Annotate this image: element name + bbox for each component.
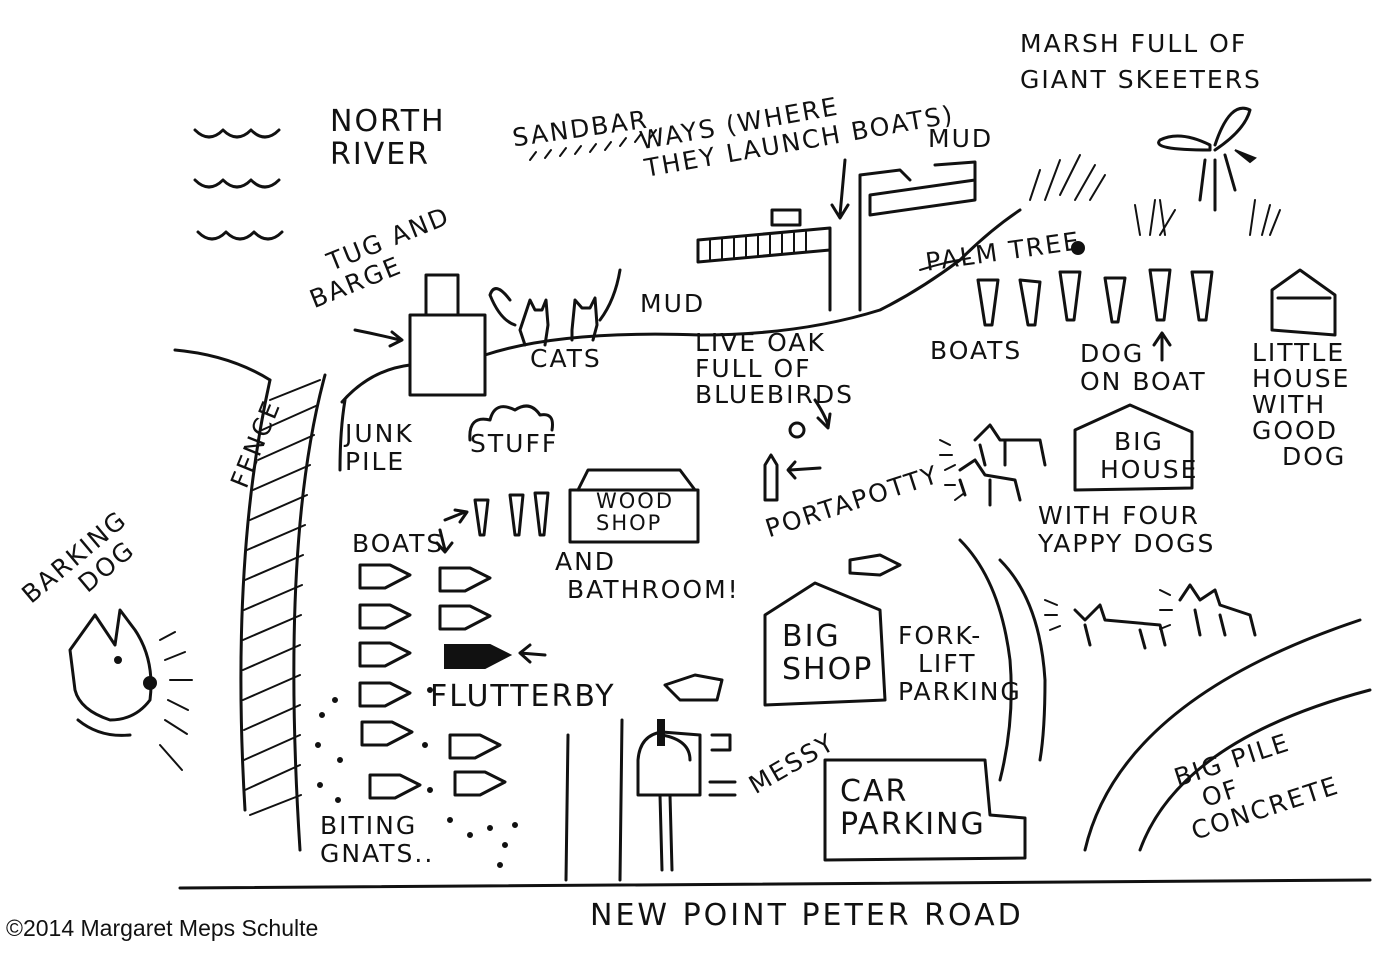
label-line: GNATS.. xyxy=(320,839,435,868)
palm-tree-dot xyxy=(1071,241,1085,255)
label-line: GIANT SKEETERS xyxy=(1020,65,1262,94)
label-junk-pile: JUNK PILE xyxy=(345,420,414,476)
portapotty xyxy=(763,453,822,502)
label-line: BIG xyxy=(1114,427,1164,456)
cats xyxy=(488,268,622,347)
label-line: WITH FOUR xyxy=(1038,501,1200,530)
label-dog-on-boat: DOG ON BOAT xyxy=(1080,340,1207,396)
label-line: PARKING xyxy=(898,677,1022,706)
sandbar-hatch xyxy=(529,129,657,161)
label-boats-top: BOATS xyxy=(930,336,1023,365)
label-mud-mid: MUD xyxy=(640,289,706,318)
label-line: WITH xyxy=(1252,390,1327,419)
giant-skeeter xyxy=(1157,106,1257,212)
label-road: NEW POINT PETER ROAD xyxy=(590,898,1024,933)
barking-dogs-right xyxy=(1044,583,1257,650)
barking-dog xyxy=(68,608,193,771)
label-line: LITTLE xyxy=(1252,338,1346,367)
yappy-dogs xyxy=(939,423,1047,507)
copyright: ©2014 Margaret Meps Schulte xyxy=(6,915,319,941)
marsh-grass xyxy=(1029,154,1281,236)
boats-row-top xyxy=(976,268,1214,362)
label-line: YAPPY DOGS xyxy=(1038,529,1216,558)
label-marsh: MARSH FULL OF GIANT SKEETERS xyxy=(1020,30,1262,94)
label-big-house: BIG HOUSE xyxy=(1100,428,1198,484)
stuff-cloud xyxy=(468,404,554,442)
river-waves xyxy=(193,128,284,241)
live-oak-tree xyxy=(788,421,806,439)
label-line: SHOP xyxy=(596,511,663,535)
mailbox xyxy=(636,719,737,872)
label-line: BLUEBIRDS xyxy=(695,380,854,409)
big-shop-building xyxy=(763,581,887,707)
car-parking-lot xyxy=(823,758,1027,862)
label-line: FULL OF xyxy=(695,354,812,383)
label-line: CAR xyxy=(840,774,909,809)
label-big-shop: BIG SHOP xyxy=(782,620,873,686)
label-bathroom: AND BATHROOM! xyxy=(555,548,740,604)
label-line: HOUSE xyxy=(1100,455,1199,484)
label-line: LIVE OAK xyxy=(695,328,826,357)
label-line: AND xyxy=(555,547,617,576)
label-line: FORK- xyxy=(898,621,983,650)
biting-gnats xyxy=(315,687,518,868)
label-forklift: FORK- LIFT PARKING xyxy=(898,622,1022,706)
road-edge xyxy=(178,878,1372,890)
label-line: RIVER xyxy=(330,137,431,172)
label-line: GOOD xyxy=(1252,416,1338,445)
label-live-oak: LIVE OAK FULL OF BLUEBIRDS xyxy=(695,330,854,408)
label-line: WOOD xyxy=(596,489,674,513)
label-car-parking: CAR PARKING xyxy=(840,775,986,841)
label-cats: CATS xyxy=(530,344,602,373)
label-line: ON BOAT xyxy=(1080,367,1207,396)
tug-and-barge xyxy=(353,273,487,397)
label-line: HOUSE xyxy=(1252,364,1351,393)
wood-shop-building xyxy=(568,488,700,544)
label-line: DOG xyxy=(1282,442,1347,471)
shoreline xyxy=(173,208,1022,404)
label-biting-gnats: BITING GNATS.. xyxy=(320,812,434,868)
label-little-house: LITTLE HOUSE WITH GOOD DOG xyxy=(1252,340,1350,470)
big-house xyxy=(1073,403,1194,492)
label-wood-shop: WOOD SHOP xyxy=(596,490,674,534)
label-line: DOG xyxy=(1080,339,1145,368)
label-line: BITING xyxy=(320,811,418,840)
label-yappy-dogs: WITH FOUR YAPPY DOGS xyxy=(1038,502,1215,558)
label-line: SHOP xyxy=(782,652,874,687)
fence xyxy=(239,373,327,852)
label-line: PARKING xyxy=(840,807,986,842)
label-north-river: NORTH RIVER xyxy=(330,105,446,171)
label-line: BIG xyxy=(782,619,841,654)
label-boats-left: BOATS xyxy=(352,529,445,558)
label-line: JUNK xyxy=(345,419,414,448)
label-line: BATHROOM! xyxy=(567,575,740,604)
boats-grid-left xyxy=(358,491,550,800)
label-line: PILE xyxy=(345,447,406,476)
little-house xyxy=(1270,268,1337,337)
label-line: MARSH FULL OF xyxy=(1020,29,1248,58)
label-line: LIFT xyxy=(918,649,977,678)
label-mud-top: MUD xyxy=(928,124,994,153)
label-stuff: STUFF xyxy=(470,429,559,458)
label-line: NORTH xyxy=(330,104,446,139)
label-flutterby: FLUTTERBY xyxy=(430,679,616,714)
ways-structures xyxy=(696,158,977,312)
